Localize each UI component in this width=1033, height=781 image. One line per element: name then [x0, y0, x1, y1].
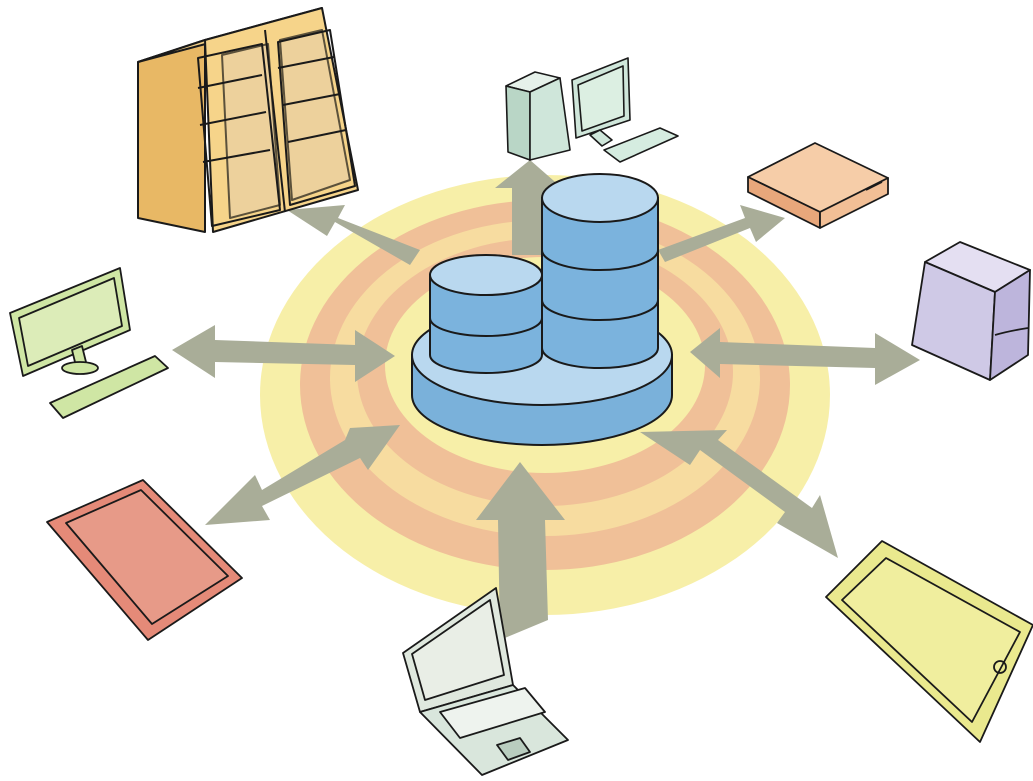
arrow-lower-right — [640, 430, 838, 558]
database-right-body — [541, 197, 659, 369]
monitor-icon — [9, 267, 169, 419]
arrow-upper-right — [658, 205, 785, 262]
desktop-tower-icon — [505, 57, 679, 163]
database-right-seam-1 — [541, 249, 659, 271]
rack-unit-icon — [747, 142, 889, 229]
arrow-left — [172, 325, 395, 382]
database-right-top — [541, 173, 659, 223]
database-left-body — [429, 274, 543, 374]
database-right-seam-2 — [541, 299, 659, 321]
tablet-icon — [825, 540, 1033, 743]
arrow-lower-left — [205, 425, 400, 525]
tablet-red-icon — [46, 479, 243, 641]
database-cluster — [411, 173, 673, 446]
arrow-upper-left — [287, 205, 420, 265]
database-left-seam — [429, 317, 543, 337]
tower-server-icon — [911, 241, 1031, 381]
arrow-right — [690, 328, 920, 385]
server-cabinet-icon — [137, 7, 359, 233]
database-left-top — [429, 254, 543, 296]
laptop-icon — [402, 587, 569, 776]
connection-arrows — [172, 160, 920, 640]
arrow-down — [476, 462, 565, 640]
